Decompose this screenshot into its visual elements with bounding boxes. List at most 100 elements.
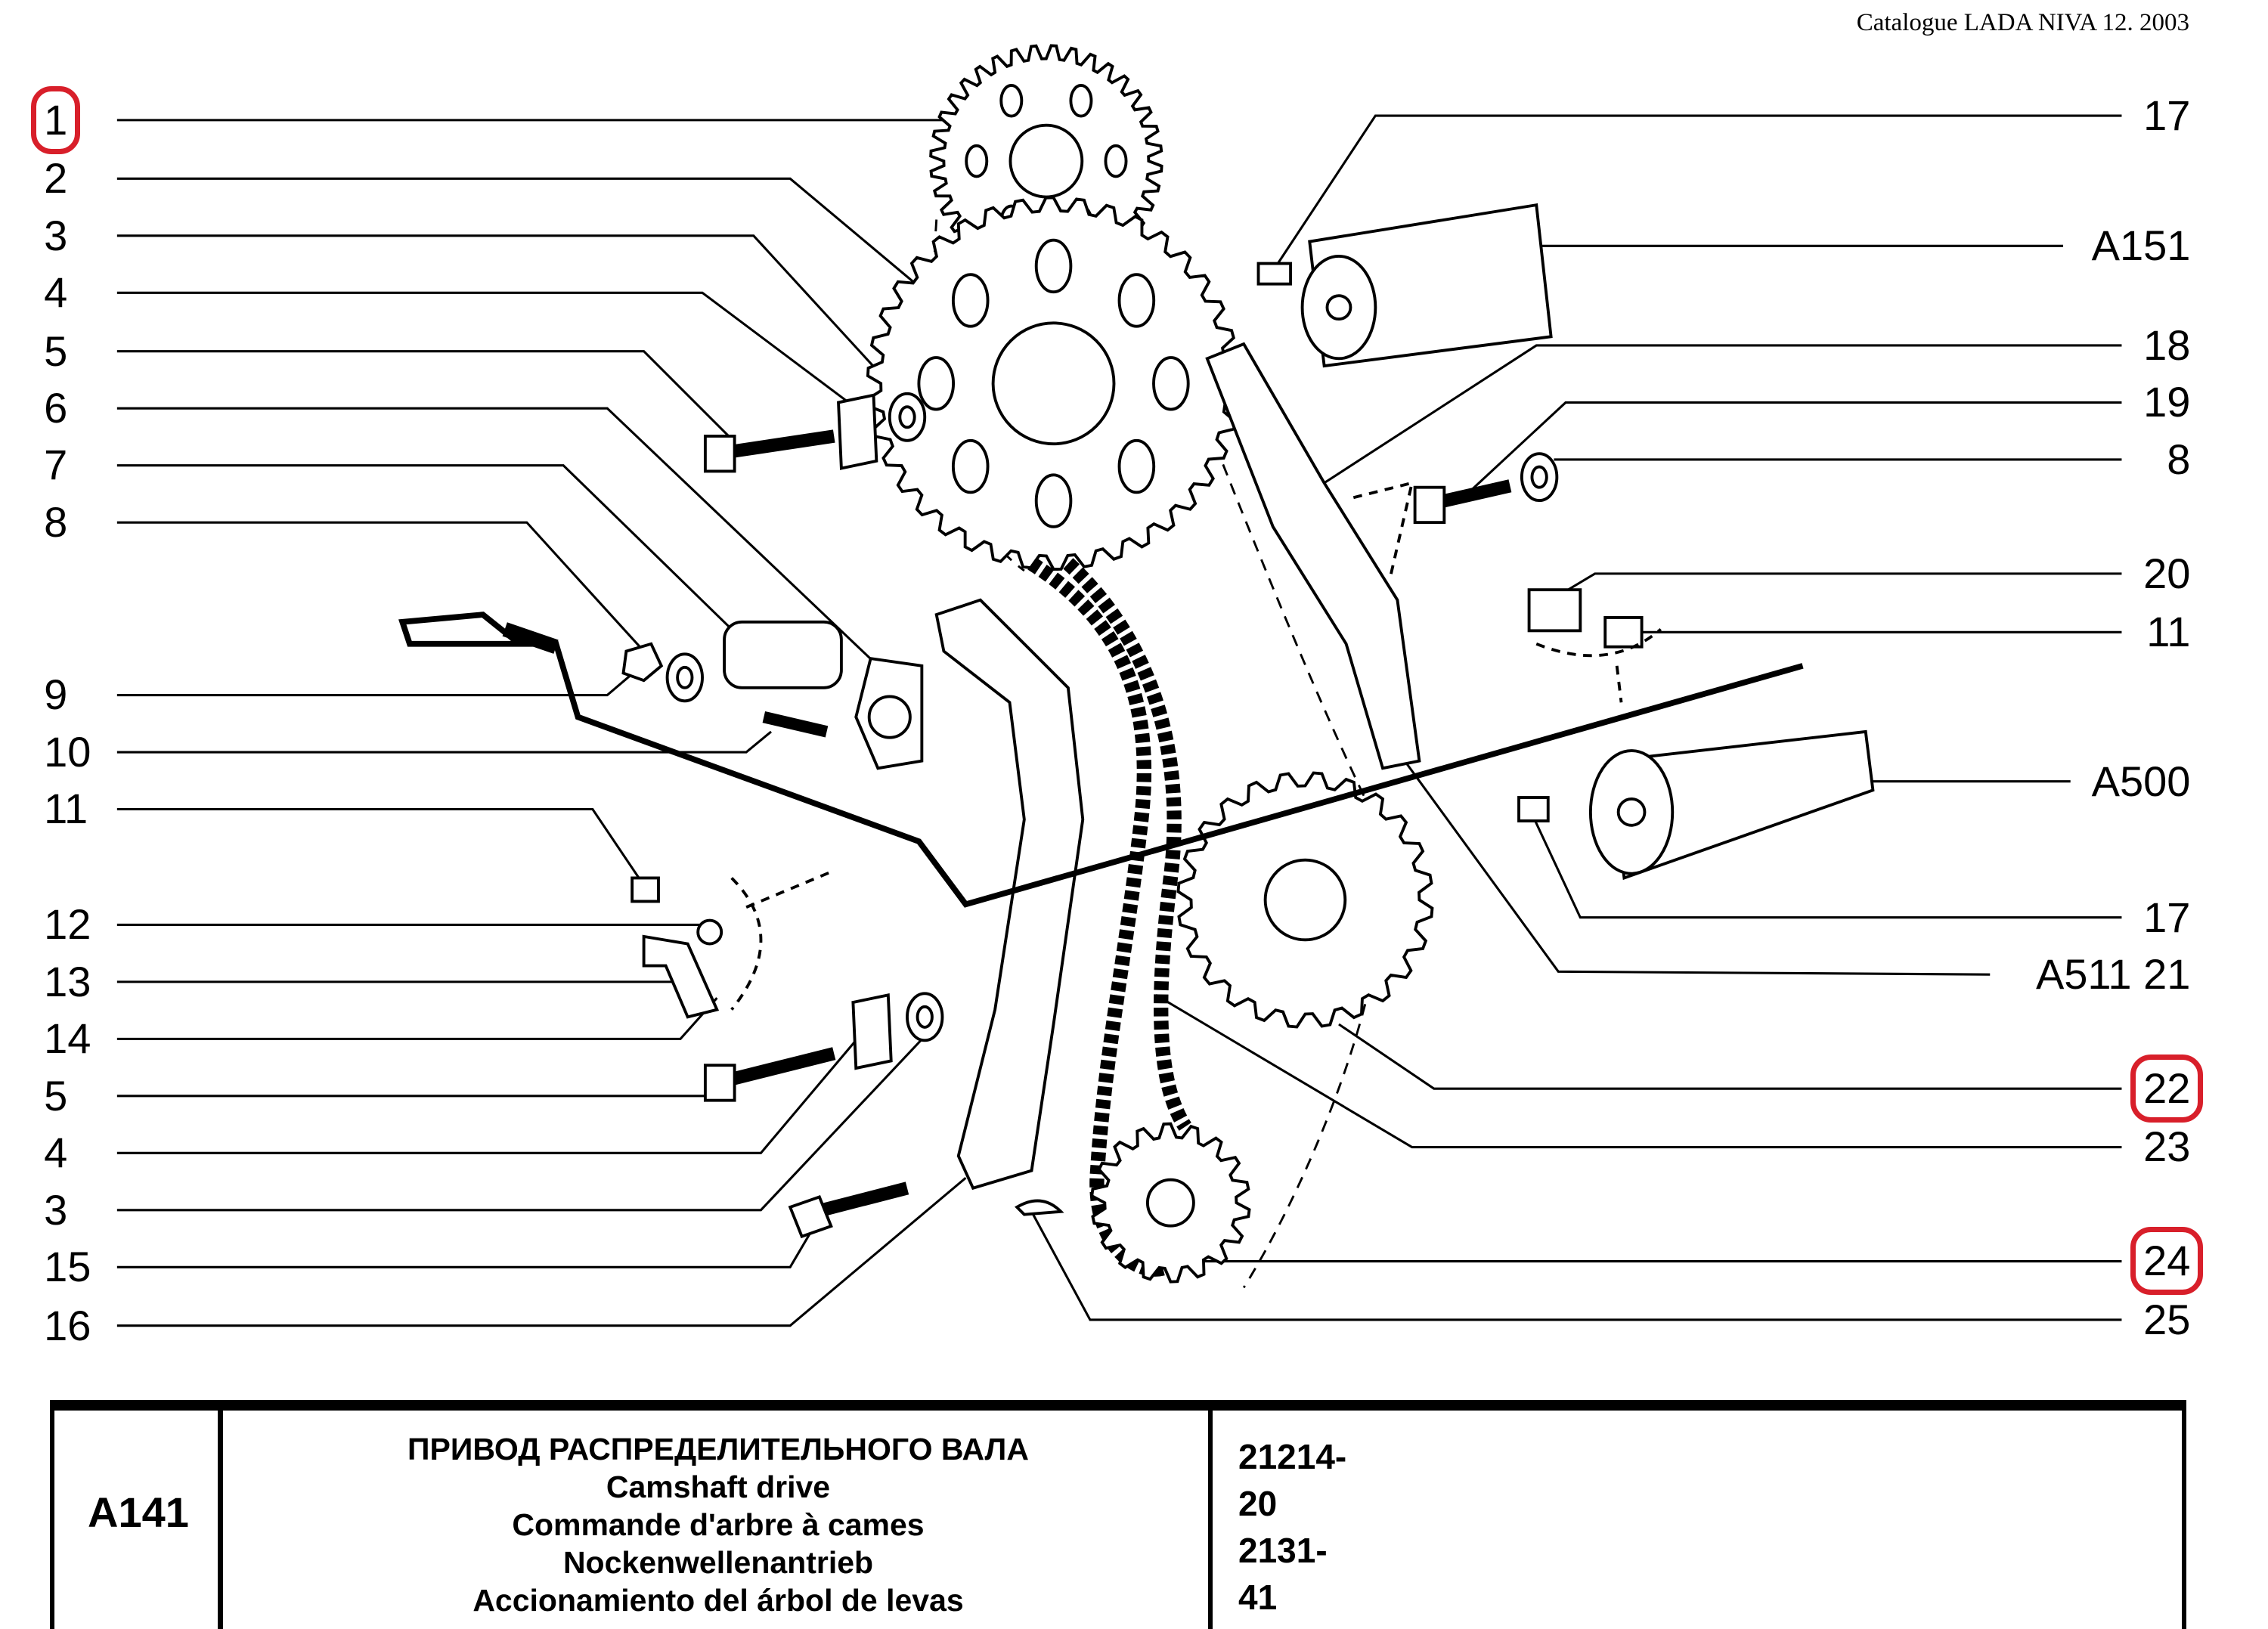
callout-left-3: 3 [44, 211, 68, 259]
models-cell: 21214-20 2131-41 [1208, 1411, 1346, 1629]
washer-hole-0 [898, 405, 916, 429]
title-de: Nockenwellenantrieb [562, 1545, 874, 1580]
leader-line-right-20 [1550, 572, 2122, 602]
callout-left-14: 14 [44, 1014, 91, 1063]
leader-line-left-8 [116, 521, 645, 652]
callout-right-18: 18 [2143, 321, 2191, 369]
leader-line-left-11 [116, 807, 645, 887]
camshaft-sprocket-1-hole [999, 84, 1024, 118]
callout-left-5: 5 [44, 327, 68, 375]
title-ru: ПРИВОД РАСПРЕДЕЛИТЕЛЬНОГО ВАЛА [407, 1432, 1029, 1466]
leader-line-left-7 [116, 464, 733, 630]
leader-line-right-25 [1030, 1211, 2122, 1321]
crankshaft-sprocket-24-hub [1145, 1178, 1195, 1228]
camshaft-sprocket-2-hole [1034, 473, 1073, 528]
leader-line-left-16 [116, 1177, 967, 1327]
bolt-0 [716, 429, 835, 460]
leader-line-left-10 [116, 730, 772, 754]
leader-line-left-3 [116, 1030, 931, 1212]
camshaft-sprocket-2-hole [1152, 356, 1190, 411]
callout-left-4: 4 [44, 268, 68, 317]
callout-right-A500: A500 [2091, 757, 2191, 805]
callout-left-10: 10 [44, 727, 91, 776]
clip-11b [1603, 616, 1644, 649]
camshaft-sprocket-2-hole [917, 356, 956, 411]
model-2: 2131-41 [1238, 1531, 1328, 1617]
stud-10 [762, 711, 829, 738]
camshaft-sprocket-2-hole [1117, 273, 1156, 328]
nut-9 [621, 642, 664, 683]
camshaft-sprocket-1-hole [1104, 144, 1128, 178]
callout-right-22: 22 [2130, 1055, 2204, 1123]
bolt-head-1 [703, 1064, 736, 1102]
parts-drawing [398, 44, 1875, 1289]
callout-left-15: 15 [44, 1243, 91, 1291]
callout-right-A151: A151 [2091, 221, 2191, 270]
callout-left-9: 9 [44, 670, 68, 719]
leader-lines [116, 114, 2122, 1327]
title-cell: ПРИВОД РАСПРЕДЕЛИТЕЛЬНОГО ВАЛА Camshaft … [218, 1411, 1029, 1629]
callout-right-17: 17 [2143, 91, 2191, 139]
right-border [2182, 1411, 2186, 1629]
leader-line-left-3 [116, 234, 901, 396]
callout-left-6: 6 [44, 384, 68, 432]
callout-left-5: 5 [44, 1071, 68, 1120]
leader-line-right-18 [1323, 344, 2122, 485]
leader-line-right-19 [1462, 401, 2122, 499]
dowel-pin-17 [1256, 262, 1293, 286]
model-1: 21214-20 [1238, 1437, 1347, 1523]
leader-line-right-17 [1272, 114, 2122, 272]
oil-tube-11 [398, 612, 1804, 908]
callout-right-23: 23 [2143, 1123, 2191, 1171]
section-code: A141 [88, 1488, 189, 1536]
tensioner-shoe-18 [1205, 342, 1421, 770]
leader-line-right-22 [1338, 1023, 2122, 1090]
dowel-pin-17b [1517, 796, 1550, 822]
callout-right-A511-21: A511 21 [2035, 950, 2191, 999]
leader-line-left-5 [116, 350, 733, 440]
title-en: Camshaft drive [606, 1470, 831, 1504]
gasket-hole-6 [867, 695, 912, 739]
leader-line-left-2 [116, 177, 945, 308]
lock-plate-0 [837, 393, 878, 470]
bolt-head-2 [1413, 485, 1446, 525]
callout-left-13: 13 [44, 957, 91, 1005]
callout-left-12: 12 [44, 900, 91, 949]
leader-line-left-4 [116, 291, 850, 404]
lock-plate-1 [851, 993, 893, 1070]
chain-tensioner-7 [723, 620, 843, 689]
shaft-bore-A500 [1616, 797, 1647, 827]
leader-line-right-17 [1528, 807, 2122, 919]
nut-12 [696, 918, 723, 946]
stud-nut-15 [788, 1194, 833, 1239]
title-block: A141 ПРИВОД РАСПРЕДЕЛИТЕЛЬНОГО ВАЛА Cams… [50, 1400, 2186, 1629]
callout-left-3: 3 [44, 1185, 68, 1234]
timing-chain-right [1063, 558, 1191, 1131]
leader-line-left-15 [116, 1216, 821, 1268]
clip-11 [631, 876, 660, 903]
assembly-arrow-left [730, 869, 835, 1011]
camshaft-sprocket-1-hub [1009, 123, 1084, 199]
washer-hole-1 [916, 1005, 934, 1029]
callout-right-19: 19 [2143, 378, 2191, 426]
callout-right-8: 8 [2167, 435, 2191, 483]
camshaft-sprocket-2-hole [951, 273, 990, 328]
leader-line-right-A511 21 [1403, 760, 1991, 976]
catalogue-header: Catalogue LADA NIVA 12. 2003 [1856, 9, 2189, 36]
callout-right-20: 20 [2143, 549, 2191, 597]
banjo-bolt-8 [502, 622, 559, 654]
leader-line-left-9 [116, 669, 637, 697]
bolt-1 [715, 1047, 836, 1089]
leader-line-left-14 [116, 997, 718, 1040]
assembly-arrow-right [1352, 481, 1662, 703]
callout-right-25: 25 [2143, 1295, 2191, 1343]
intermediate-sprocket-22-hub [1263, 858, 1347, 942]
camshaft-sprocket-2-hole [1117, 438, 1156, 494]
callout-left-7: 7 [44, 441, 68, 489]
washer-hole-3 [676, 665, 694, 689]
chain-guide-shoe-16 [934, 598, 1085, 1191]
callout-right-24: 24 [2130, 1227, 2204, 1296]
leader-line-right-23 [1155, 993, 2122, 1149]
washer-hole-2 [1530, 465, 1548, 489]
callout-left-4: 4 [44, 1129, 68, 1177]
